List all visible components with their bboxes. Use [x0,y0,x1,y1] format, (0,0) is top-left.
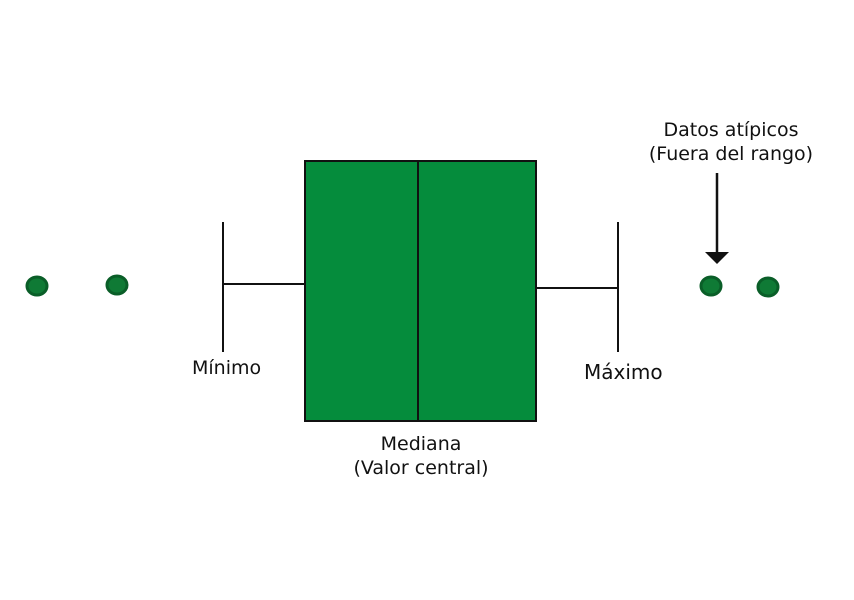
interquartile-box [304,160,537,422]
median-label: Mediana (Valor central) [346,432,496,480]
maximum-label: Máximo [584,360,663,384]
outlier-point-right-1 [699,275,723,297]
outlier-point-left-1 [25,275,49,297]
outliers-label-title: Datos atípicos [663,119,799,141]
median-label-title: Mediana [380,433,462,455]
outlier-point-right-2 [756,276,780,298]
outlier-point-left-2 [105,274,129,296]
median-label-subtitle: (Valor central) [353,457,489,479]
arrow-down-icon [705,173,729,264]
outliers-label-subtitle: (Fuera del rango) [648,143,814,165]
minimum-label: Mínimo [192,357,262,379]
outliers-label: Datos atípicos (Fuera del rango) [636,118,826,166]
